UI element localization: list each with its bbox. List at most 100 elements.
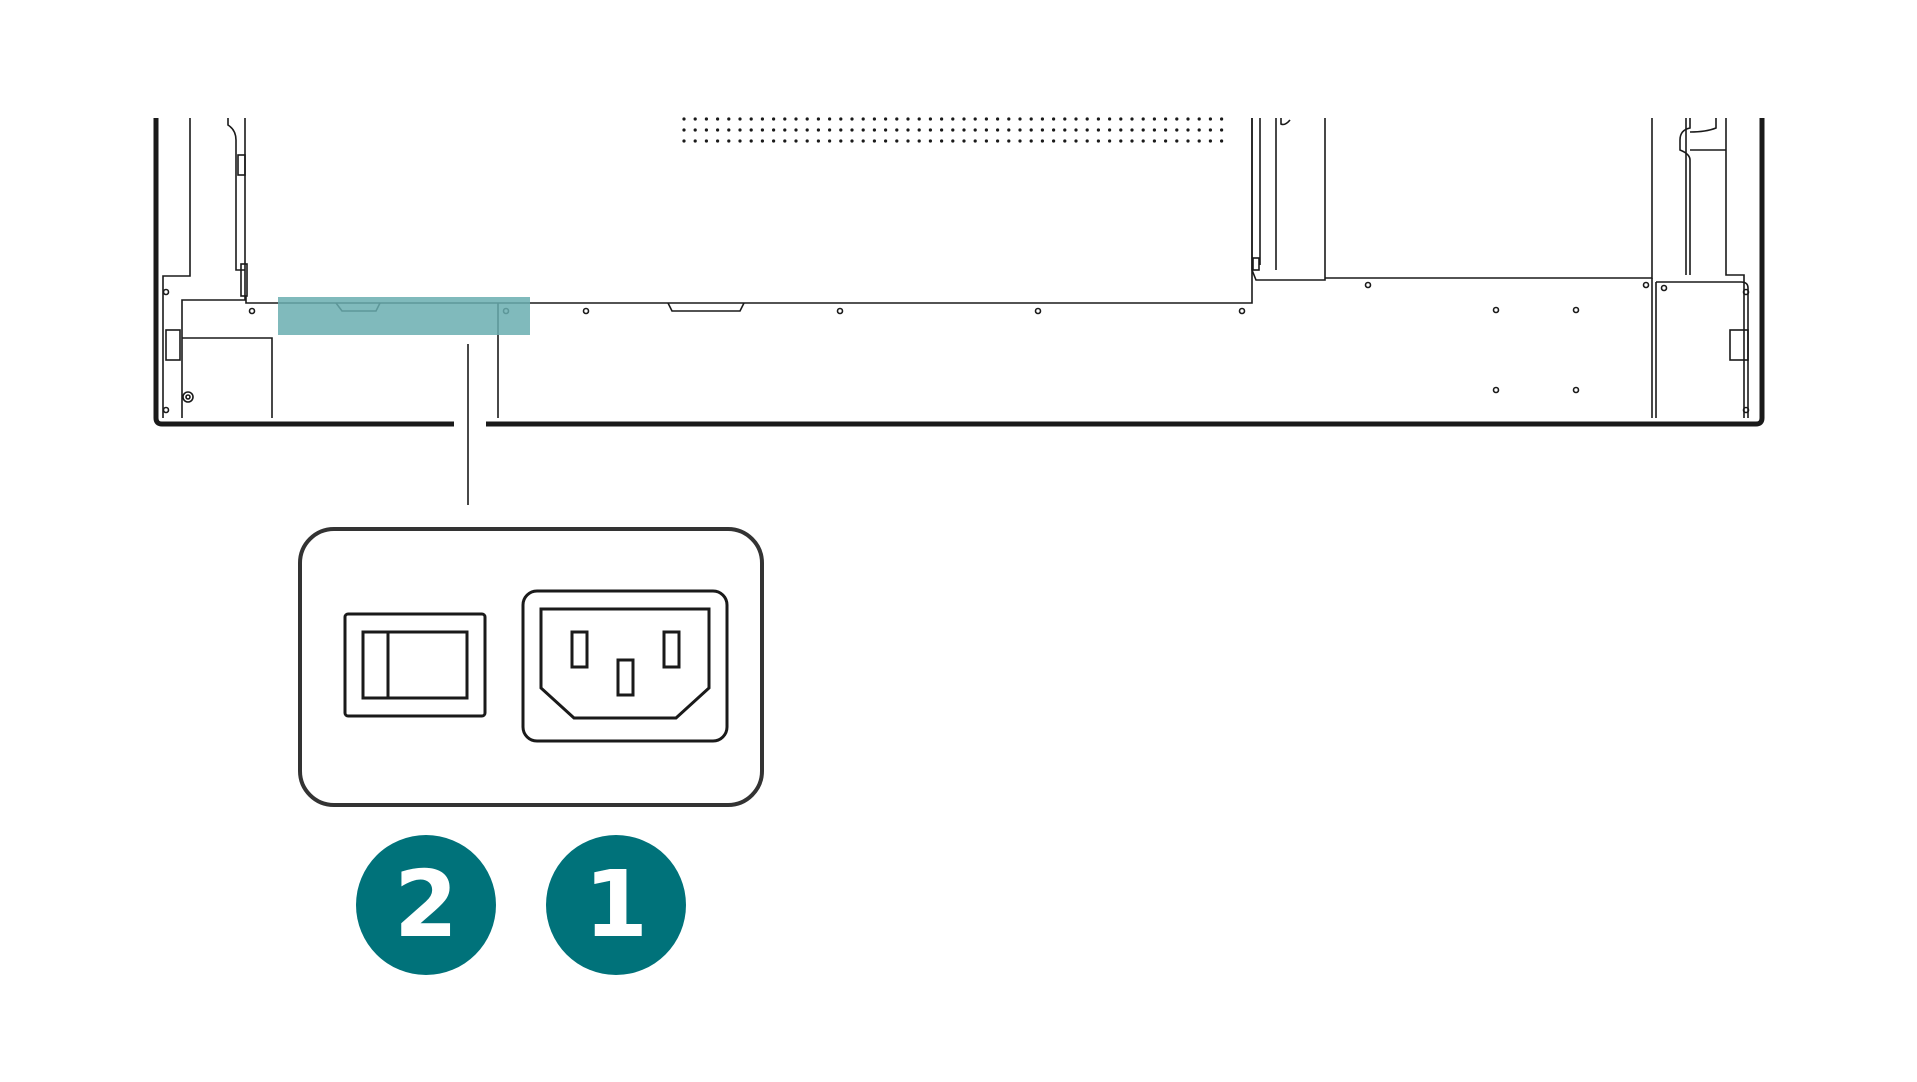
vent-dot (1096, 117, 1100, 121)
vent-dot (1119, 128, 1123, 132)
vent-dot (1096, 128, 1100, 132)
vent-dot (1208, 117, 1212, 121)
vent-dot (704, 139, 709, 143)
vent-dot (940, 117, 944, 121)
ventilation-grille (682, 117, 1224, 143)
vent-dot (1018, 139, 1022, 143)
vent-dot (1175, 117, 1179, 121)
vent-dot (749, 128, 753, 132)
vent-dot (1220, 128, 1224, 132)
vent-dot (738, 128, 742, 132)
vent-dot (805, 117, 809, 121)
vent-dot (872, 117, 877, 121)
vent-dot (1074, 128, 1078, 132)
vent-dot (1052, 139, 1056, 143)
ac-inlet-icon (521, 589, 729, 743)
vent-dot (1186, 117, 1190, 121)
vent-dot (884, 128, 888, 132)
vent-dot (940, 128, 944, 132)
vent-dot (872, 139, 877, 143)
vent-dot (1085, 139, 1089, 143)
vent-dot (772, 117, 776, 121)
vent-dot (1119, 117, 1123, 121)
vent-dot (772, 139, 776, 143)
vent-dot (906, 139, 910, 143)
vent-dot (1018, 117, 1022, 121)
vent-dot (1063, 117, 1067, 121)
vent-dot (1164, 139, 1168, 143)
vent-dot (1052, 128, 1056, 132)
vent-dot (1186, 128, 1190, 132)
vent-dot (693, 117, 697, 121)
vent-dot (760, 128, 765, 132)
vent-dot (783, 117, 787, 121)
vent-dot (1040, 139, 1044, 143)
vent-dot (984, 139, 989, 143)
vent-dot (1108, 139, 1112, 143)
vent-dot (973, 117, 977, 121)
vent-dot (749, 139, 753, 143)
vent-dot (1007, 139, 1011, 143)
vent-dot (861, 117, 865, 121)
vent-dot (1152, 139, 1156, 143)
vent-dot (928, 117, 933, 121)
vent-dot (816, 117, 821, 121)
vent-dot (850, 139, 854, 143)
vent-dot (716, 128, 720, 132)
vent-dot (895, 128, 899, 132)
vent-dot (828, 139, 832, 143)
vent-dot (996, 139, 1000, 143)
vent-dot (682, 117, 686, 121)
vent-dot (682, 128, 686, 132)
vent-dot (704, 128, 709, 132)
vent-dot (973, 128, 977, 132)
vent-dot (906, 117, 910, 121)
highlighted-area (278, 297, 530, 335)
vent-dot (1085, 128, 1089, 132)
vent-dot (962, 139, 966, 143)
callout-badge-2: 2 (356, 835, 496, 975)
vent-dot (783, 139, 787, 143)
vent-dot (760, 139, 765, 143)
vent-dot (1108, 117, 1112, 121)
vent-dot (727, 117, 731, 121)
vent-dot (1108, 128, 1112, 132)
vent-dot (749, 117, 753, 121)
vent-dot (1040, 117, 1044, 121)
vent-dot (1074, 139, 1078, 143)
vent-dot (1130, 139, 1134, 143)
screw-holes (162, 281, 1750, 414)
vent-dot (1197, 117, 1201, 121)
vent-dot (1175, 139, 1179, 143)
vent-dot (917, 128, 921, 132)
vent-dot (1029, 139, 1033, 143)
vent-dot (1018, 128, 1022, 132)
vent-dot (839, 128, 843, 132)
vent-dot (1152, 128, 1156, 132)
power-switch-icon (343, 612, 487, 718)
vent-dot (1063, 128, 1067, 132)
vent-dot (772, 128, 776, 132)
vent-dot (1175, 128, 1179, 132)
vent-dot (861, 128, 865, 132)
vent-dot (794, 128, 798, 132)
vent-dot (1164, 128, 1168, 132)
vent-dot (996, 117, 1000, 121)
vent-dot (1029, 128, 1033, 132)
vent-dot (704, 117, 709, 121)
vent-dot (716, 139, 720, 143)
callout-zoom-panel (298, 527, 764, 807)
vent-dot (805, 128, 809, 132)
vent-dot (816, 128, 821, 132)
vent-dot (861, 139, 865, 143)
vent-dot (940, 139, 944, 143)
vent-dot (828, 117, 832, 121)
vent-dot (738, 139, 742, 143)
vent-dot (682, 139, 686, 143)
vent-dot (917, 117, 921, 121)
vent-dot (1040, 128, 1044, 132)
vent-dot (1130, 117, 1134, 121)
vent-dot (839, 139, 843, 143)
vent-dot (850, 128, 854, 132)
